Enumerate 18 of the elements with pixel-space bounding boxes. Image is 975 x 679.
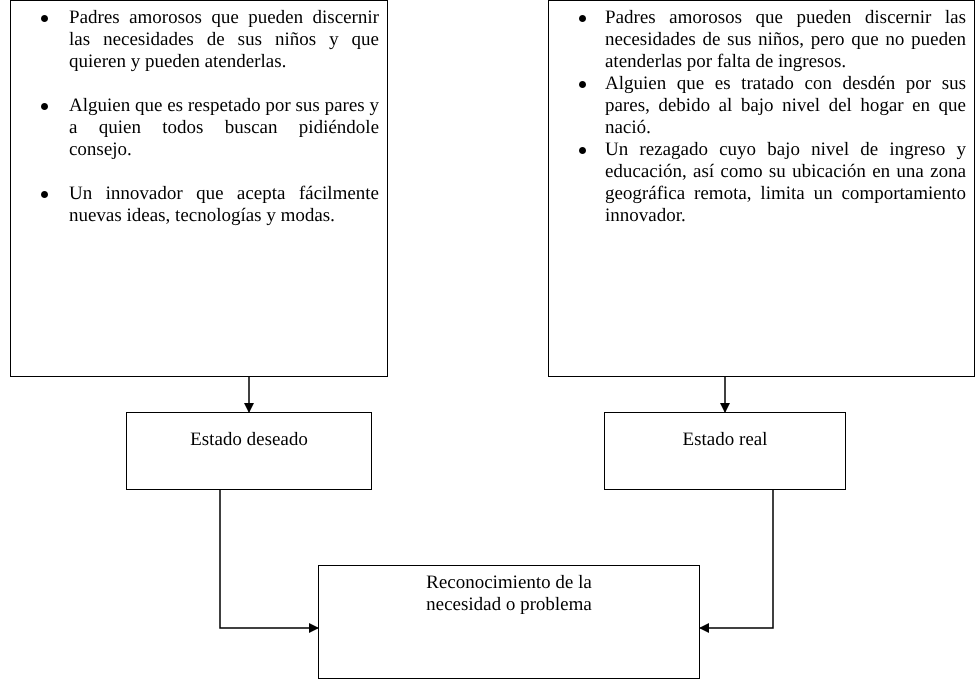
bullet-text: Alguien que es respetado por sus pares y a quien todos buscan pidiéndole consejo. — [69, 95, 379, 160]
bullet-text: Alguien que es tratado con desdén por sus pares, debido al bajo nivel del hogar en que nació. — [605, 73, 966, 138]
text-box — [126, 412, 372, 490]
node-label: Estado deseado — [189, 429, 309, 451]
arrow — [699, 490, 774, 633]
node-label: Reconocimiento de la necesidad o problema — [425, 572, 593, 616]
text-box — [318, 565, 700, 679]
bullet-text: Padres amorosos que pueden discernir las necesidades de sus niños y que quieren y pueden atenderlas. — [69, 7, 379, 72]
text-box — [10, 0, 388, 377]
arrow — [219, 490, 319, 633]
text-box — [548, 0, 975, 377]
bullet-text: Padres amorosos que pueden discernir las necesidades de sus niños, pero que no pueden atenderlas por falta de ingresos. — [605, 7, 966, 72]
bullet-text: Un rezagado cuyo bajo nivel de ingreso y educación, así como su ubicación en una zona geográfica remota, limita un comportamiento innovador. — [605, 139, 966, 226]
bullet-text: Un innovador que acepta fácilmente nuevas ideas, tecnologías y modas. — [69, 183, 379, 226]
arrow — [720, 377, 730, 413]
text-box — [604, 412, 846, 490]
node-label: Estado real — [682, 429, 768, 451]
arrow — [244, 377, 254, 413]
